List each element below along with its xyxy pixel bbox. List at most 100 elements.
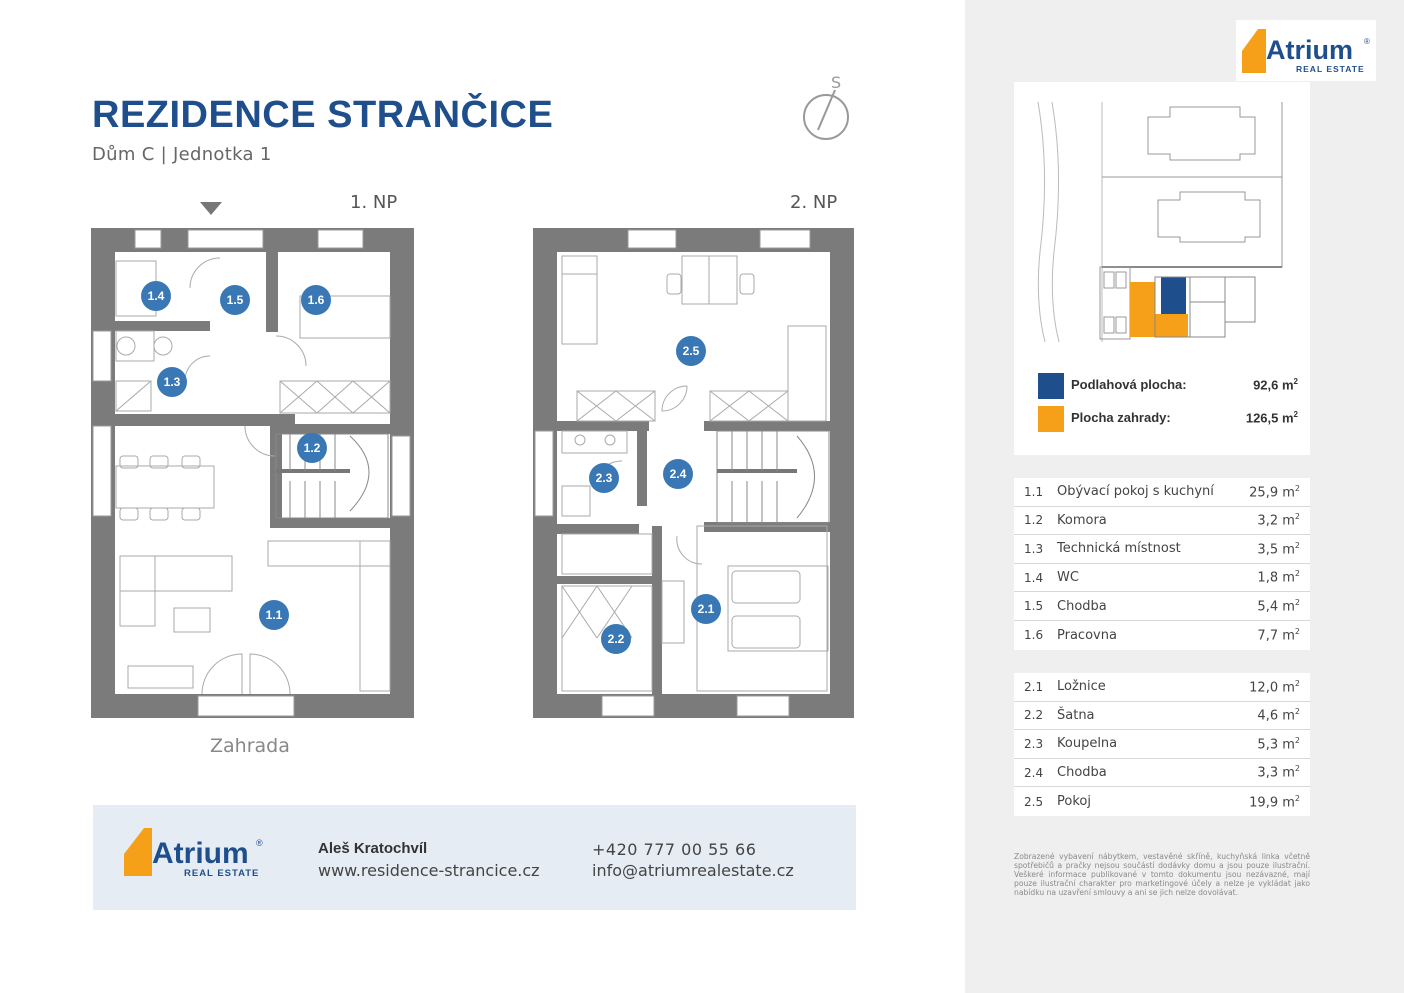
table-row: 2.2 Šatna 4,6 m2 [1014,702,1310,731]
room-name: Chodba [1057,765,1107,781]
legend-swatch-floor [1038,373,1064,399]
room-name: Ložnice [1057,679,1106,695]
room-num: 2.3 [1024,736,1044,751]
contact-website-link[interactable]: www.residence-strancice.cz [318,861,540,880]
room-marker-2.2: 2.2 [601,624,631,654]
logo-registered: ® [256,838,263,848]
entrance-arrow-icon [200,202,222,215]
legend-value-text: 126,5 m [1245,410,1294,426]
unit-sup: 2 [1293,410,1298,419]
garden-label: Zahrada [210,735,290,757]
legend-value-garden: 126,5 m2 [1208,410,1298,425]
room-name: Koupelna [1057,736,1118,752]
room-marker-2.5: 2.5 [676,336,706,366]
room-marker-2.4: 2.4 [663,459,693,489]
room-num: 1.5 [1024,599,1044,614]
windows [534,229,811,717]
room-num: 2.5 [1024,794,1044,809]
room-num: 1.2 [1024,513,1044,528]
room-area-value: 5,4 m [1257,599,1295,615]
room-marker-1.4: 1.4 [141,281,171,311]
logo-word: Atrium [152,837,249,870]
windows [92,229,411,717]
room-name: Obývací pokoj s kuchyní [1057,484,1214,500]
room-marker-label: 1.4 [148,289,165,303]
unit-sup: 2 [1294,627,1300,637]
atrium-logo-icon: Atrium ® REAL ESTATE [124,828,263,879]
unit-sup: 2 [1294,540,1300,550]
room-marker-1.3: 1.3 [157,367,187,397]
room-num: 2.4 [1024,765,1044,780]
unit-sup: 2 [1294,764,1300,774]
floor-label-2np: 2. NP [790,192,838,213]
room-num: 2.2 [1024,708,1044,723]
contact-email-link[interactable]: info@atriumrealestate.cz [592,861,794,880]
legend-value-text: 92,6 m [1253,377,1294,393]
unit-sup: 2 [1294,512,1300,522]
staircase [716,430,830,524]
staircase [275,433,389,519]
room-area-value: 19,9 m [1249,794,1295,810]
legend-label-garden: Plocha zahrady: [1071,410,1171,425]
room-area-value: 25,9 m [1249,484,1295,500]
room-num: 1.4 [1024,570,1044,585]
room-marker-label: 2.2 [608,632,625,646]
contact-name: Aleš Kratochvíl [318,840,428,857]
room-area-value: 7,7 m [1257,628,1295,644]
room-marker-label: 1.2 [304,441,321,455]
room-area: 3,3 m2 [1230,764,1310,780]
room-marker-1.2: 1.2 [297,433,327,463]
room-name: Technická místnost [1057,541,1181,557]
contact-phone-link[interactable]: +420 777 00 55 66 [592,840,757,859]
room-marker-label: 1.6 [308,293,325,307]
room-area: 12,0 m2 [1230,679,1310,695]
room-area-value: 12,0 m [1249,679,1295,695]
room-name: Šatna [1057,707,1095,723]
room-name: Komora [1057,512,1107,528]
room-name: WC [1057,570,1079,586]
room-area-value: 4,6 m [1257,708,1295,724]
room-area: 3,2 m2 [1230,512,1310,528]
room-marker-label: 1.1 [266,608,283,622]
room-area-value: 3,2 m [1257,513,1295,529]
page-title: REZIDENCE STRANČICE [92,94,554,136]
compass-letter: S [831,73,841,92]
floor-plan-1np [91,228,414,718]
room-marker-label: 1.3 [164,375,181,389]
legend-label-floor: Podlahová plocha: [1071,377,1187,392]
logo-word: Atrium [1266,35,1353,65]
room-marker-label: 2.3 [596,471,613,485]
contact-box [93,805,856,910]
room-name: Chodba [1057,598,1107,614]
room-area: 5,3 m2 [1230,736,1310,752]
logo-sub: REAL ESTATE [1296,64,1365,74]
atrium-logo-icon: Atrium ® REAL ESTATE [1242,29,1370,74]
room-marker-label: 2.4 [670,467,687,481]
room-marker-1.1: 1.1 [259,600,289,630]
room-area-value: 3,5 m [1257,542,1295,558]
room-marker-label: 2.1 [698,602,715,616]
room-area: 19,9 m2 [1230,794,1310,810]
room-marker-label: 1.5 [227,293,244,307]
compass-icon: S [803,73,849,140]
room-area: 7,7 m2 [1230,627,1310,643]
floor-plan-2np [533,228,854,718]
table-row: 2.3 Koupelna 5,3 m2 [1014,730,1310,759]
table-row: 1.2 Komora 3,2 m2 [1014,507,1310,536]
room-marker-label: 2.5 [683,344,700,358]
site-plan-map [1037,101,1283,343]
room-area: 4,6 m2 [1230,707,1310,723]
room-area-value: 1,8 m [1257,570,1295,586]
page-subtitle: Dům C | Jednotka 1 [92,144,272,165]
room-area-value: 3,3 m [1257,765,1295,781]
legend-value-floor: 92,6 m2 [1208,377,1298,392]
